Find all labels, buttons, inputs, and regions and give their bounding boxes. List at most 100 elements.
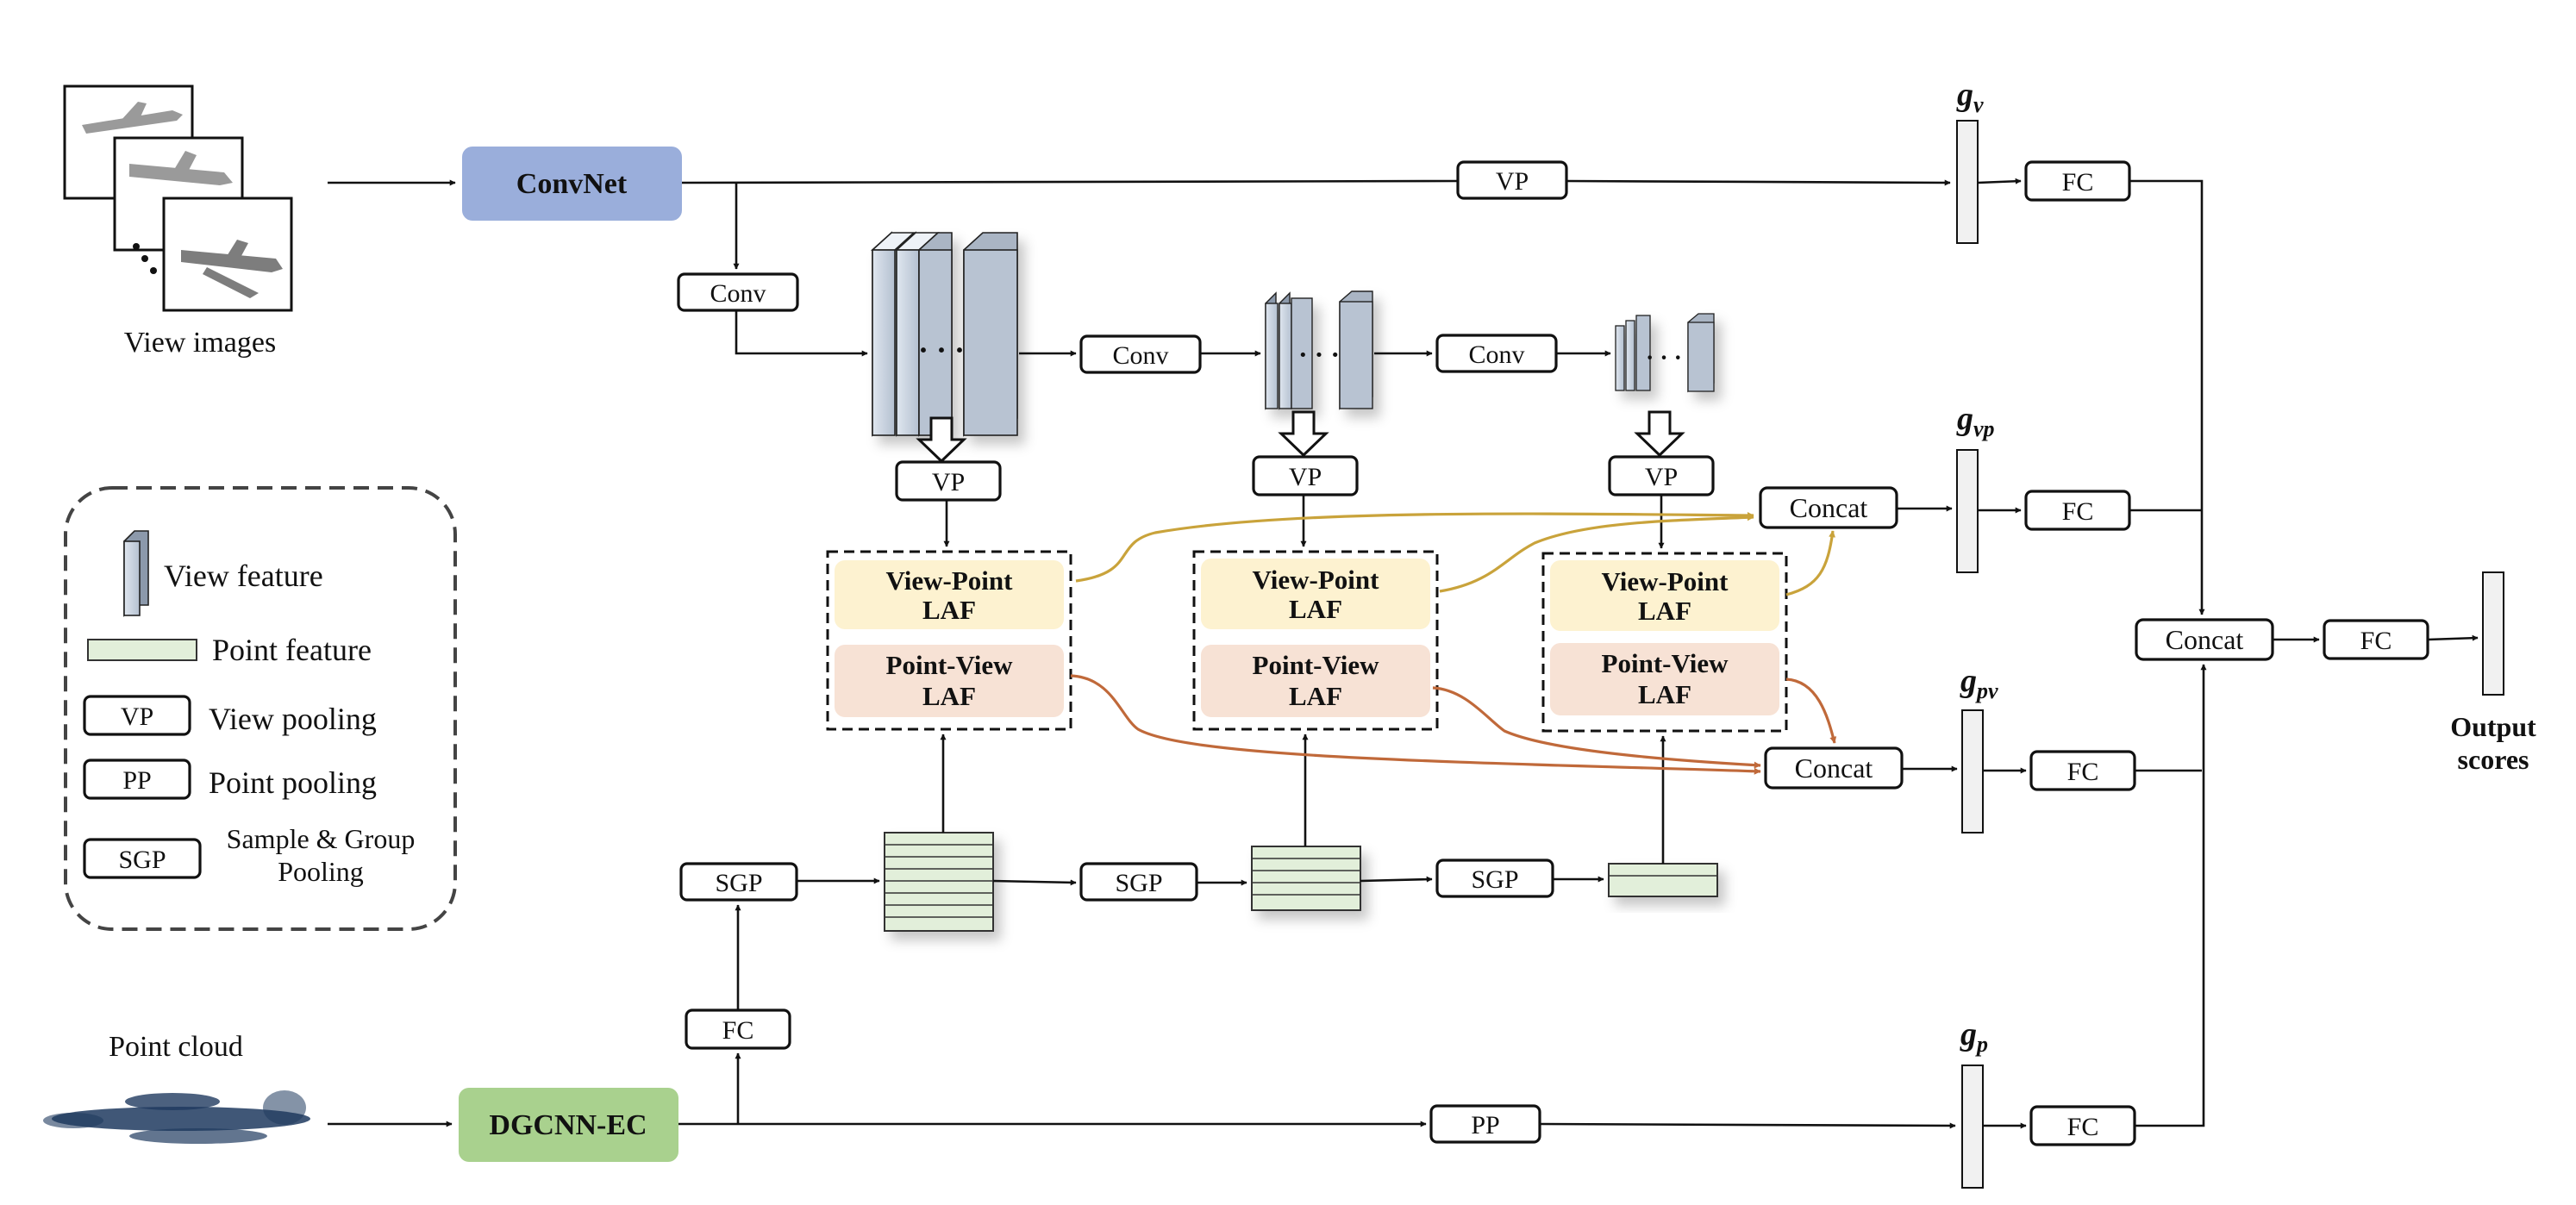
point-feature-stack-2	[1251, 846, 1361, 911]
view-images: View images	[63, 84, 293, 359]
view-feature-stack-2	[1265, 290, 1373, 410]
concat-label-pv: Concat	[1795, 752, 1873, 784]
legend-sgp-label-2: Pooling	[278, 856, 364, 887]
concat-box-pv: Concat	[1764, 746, 1904, 790]
conv-label-2: Conv	[1112, 341, 1168, 370]
fc-label-gv: FC	[2062, 168, 2094, 197]
output-scores-bar	[2482, 571, 2504, 696]
legend-pp-box: PP	[122, 766, 151, 795]
laf-vp-label-2a: View-Point	[1253, 565, 1380, 595]
laf-module-2: View-Point LAF Point-View LAF	[1192, 550, 1439, 731]
sgp-label-2: SGP	[1115, 869, 1162, 897]
laf-pv-label-1a: Point-View	[886, 650, 1014, 680]
laf-view-point-arrows	[1075, 511, 1835, 596]
concat-box-vp: Concat	[1759, 486, 1898, 529]
pp-label: PP	[1471, 1111, 1499, 1139]
laf-module-1: View-Point LAF Point-View LAF	[826, 550, 1072, 731]
laf-vp-label-1a: View-Point	[886, 565, 1014, 596]
vp-box-1: VP	[895, 460, 1002, 502]
dgcnn-block: DGCNN-EC	[459, 1088, 678, 1162]
ellipsis-3: · · ·	[1646, 345, 1682, 371]
fc-label-gpv: FC	[2067, 758, 2099, 786]
legend-view-feature-icon	[123, 530, 149, 617]
fc-box-final: FC	[2323, 619, 2429, 660]
output-label-2: scores	[2458, 744, 2529, 775]
laf-vp-label-2b: LAF	[1289, 594, 1342, 624]
hollow-down-arrow-1	[916, 416, 967, 464]
point-cloud-label: Point cloud	[109, 1031, 243, 1063]
legend-vp-box: VP	[121, 702, 153, 731]
label-gpv: gpv	[1960, 663, 1998, 703]
fc-box-gpv: FC	[2029, 750, 2136, 791]
fc-label-dgcnn: FC	[722, 1016, 754, 1045]
legend-point-feature-icon	[87, 639, 197, 661]
convnet-label: ConvNet	[516, 168, 628, 200]
laf-pv-label-2b: LAF	[1289, 681, 1342, 711]
hollow-down-arrow-3	[1634, 410, 1685, 458]
legend-vp-label: View pooling	[209, 702, 377, 736]
label-gp: gp	[1960, 1016, 1988, 1057]
fc-box-gvp: FC	[2024, 490, 2131, 531]
vp-box-2: VP	[1252, 455, 1359, 496]
vp-label-top: VP	[1496, 167, 1529, 196]
dgcnn-label: DGCNN-EC	[489, 1109, 647, 1141]
view-feature-stack-3	[1615, 313, 1715, 393]
sgp-box-2: SGP	[1079, 862, 1198, 902]
fc-box-gv: FC	[2024, 160, 2131, 202]
point-feature-stack-3	[1608, 863, 1718, 897]
legend-view-feature-label: View feature	[164, 559, 323, 593]
vp-box-3: VP	[1608, 455, 1715, 496]
laf-point-view-arrows	[1070, 674, 1837, 775]
global-feature-gvp	[1956, 449, 1979, 573]
laf-pv-label-3b: LAF	[1638, 679, 1691, 709]
vp-label-1: VP	[932, 468, 965, 496]
laf-vp-label-3a: View-Point	[1602, 566, 1729, 596]
view-feature-stack-1	[870, 231, 1018, 437]
connections	[328, 178, 2479, 1129]
concat-box-final: Concat	[2135, 618, 2274, 661]
sgp-box-3: SGP	[1435, 858, 1554, 898]
label-gvp: gvp	[1956, 401, 1995, 441]
global-feature-gv	[1956, 120, 1979, 244]
concat-label-final: Concat	[2166, 624, 2244, 655]
fc-label-gp: FC	[2067, 1113, 2099, 1141]
fc-label-gvp: FC	[2062, 497, 2094, 526]
label-gv: gv	[1956, 77, 1984, 117]
laf-module-3: View-Point LAF Point-View LAF	[1541, 552, 1788, 733]
conv-box-1: Conv	[677, 272, 799, 312]
conv-label-1: Conv	[710, 279, 766, 308]
vp-box-top: VP	[1456, 160, 1568, 200]
fc-box-gp: FC	[2029, 1105, 2136, 1146]
laf-vp-label-3b: LAF	[1638, 596, 1691, 626]
conv-box-2: Conv	[1079, 334, 1202, 374]
sgp-label-1: SGP	[715, 869, 762, 897]
ellipsis-2: · · ·	[1298, 339, 1340, 370]
vp-label-3: VP	[1645, 463, 1678, 491]
global-feature-gpv	[1961, 709, 1984, 834]
laf-pv-label-2a: Point-View	[1253, 650, 1380, 680]
point-cloud: Point cloud	[43, 1031, 310, 1144]
point-cloud-airplane-icon	[43, 1090, 310, 1144]
ellipsis-1: · · ·	[918, 333, 965, 367]
conv-label-3: Conv	[1468, 340, 1524, 369]
convnet-block: ConvNet	[462, 147, 682, 221]
output-label-1: Output	[2450, 711, 2536, 742]
laf-pv-label-1b: LAF	[922, 681, 976, 711]
concat-label-vp: Concat	[1790, 492, 1868, 523]
vp-label-2: VP	[1289, 463, 1322, 491]
view-images-label: View images	[124, 327, 276, 359]
fc-box-dgcnn: FC	[685, 1008, 791, 1050]
point-feature-stack-1	[884, 832, 994, 932]
hollow-down-arrow-2	[1278, 410, 1329, 458]
legend: View feature Point feature VP View pooli…	[64, 486, 457, 931]
legend-point-feature-label: Point feature	[212, 633, 372, 667]
sgp-label-3: SGP	[1471, 865, 1518, 894]
laf-pv-label-3a: Point-View	[1602, 648, 1729, 678]
conv-box-3: Conv	[1435, 334, 1558, 373]
sgp-box-1: SGP	[679, 862, 798, 902]
pp-box: PP	[1429, 1104, 1541, 1144]
fc-label-final: FC	[2360, 627, 2392, 655]
legend-sgp-label-1: Sample & Group	[227, 823, 416, 854]
legend-pp-label: Point pooling	[209, 765, 377, 800]
